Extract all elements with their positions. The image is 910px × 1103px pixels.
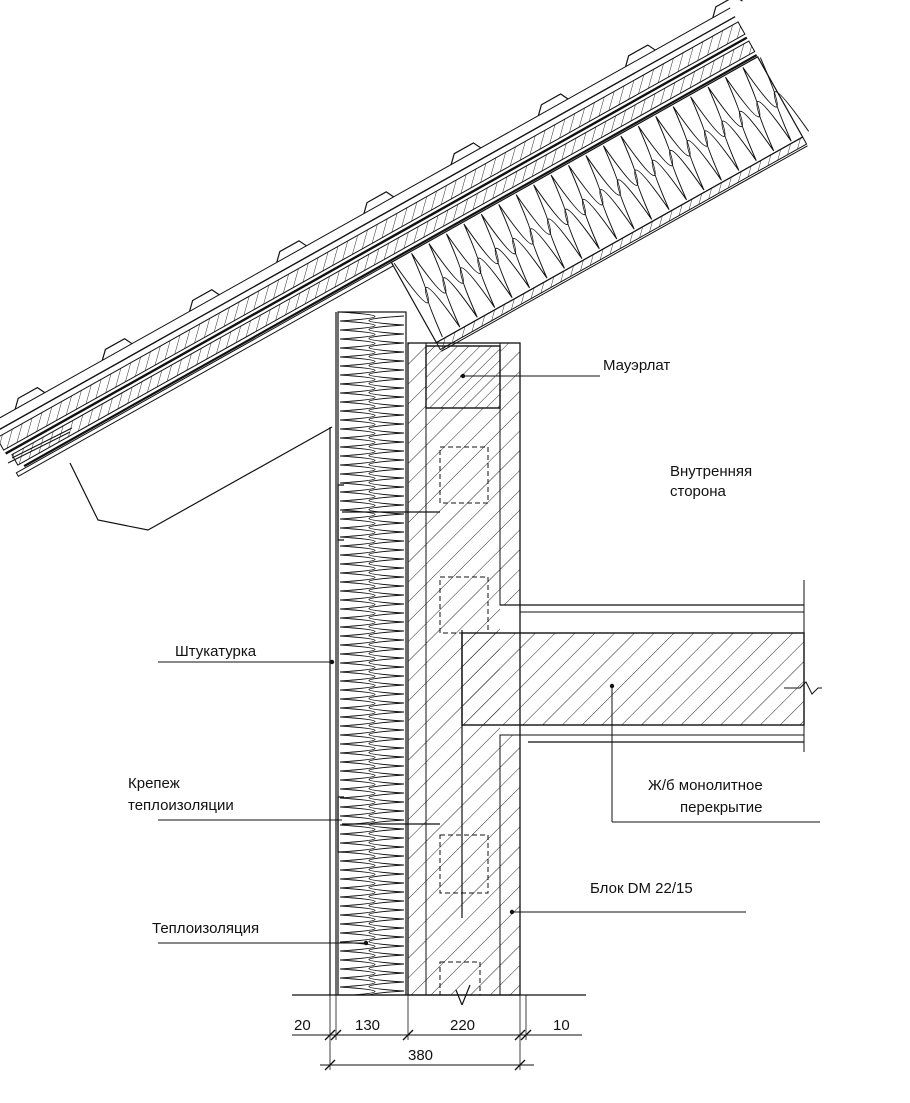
dim-total: 380 xyxy=(408,1047,433,1064)
label-inner-side-1: Внутренняя xyxy=(670,463,752,480)
dim-insulation: 130 xyxy=(355,1017,380,1034)
label-insulation: Теплоизоляция xyxy=(152,920,259,937)
plaster-layer xyxy=(329,312,337,995)
insulation-fasteners xyxy=(158,484,440,853)
dim-finish: 10 xyxy=(553,1017,570,1034)
label-inner-side-2: сторона xyxy=(670,483,727,500)
floor-slab xyxy=(461,580,822,823)
label-slab-1: Ж/б монолитное xyxy=(648,777,763,794)
roof-insulation xyxy=(15,57,810,477)
dimension-lines: 20 130 220 10 380 xyxy=(292,995,582,1071)
label-mauerlat: Мауэрлат xyxy=(603,357,670,374)
leader-lines xyxy=(158,659,746,946)
roof-assembly xyxy=(0,0,810,531)
dim-plaster: 20 xyxy=(294,1017,311,1034)
label-block: Блок DM 22/15 xyxy=(590,880,693,897)
label-fastener-1: Крепеж xyxy=(128,775,180,792)
label-plaster: Штукатурка xyxy=(175,643,257,660)
label-slab-2: перекрытие xyxy=(680,799,762,816)
mauerlat-beam xyxy=(425,345,600,409)
dim-block: 220 xyxy=(450,1017,475,1034)
wall-insulation xyxy=(337,311,407,996)
labels: Мауэрлат Внутренняя сторона Штукатурка К… xyxy=(128,357,763,937)
label-fastener-2: теплоизоляции xyxy=(128,797,234,814)
